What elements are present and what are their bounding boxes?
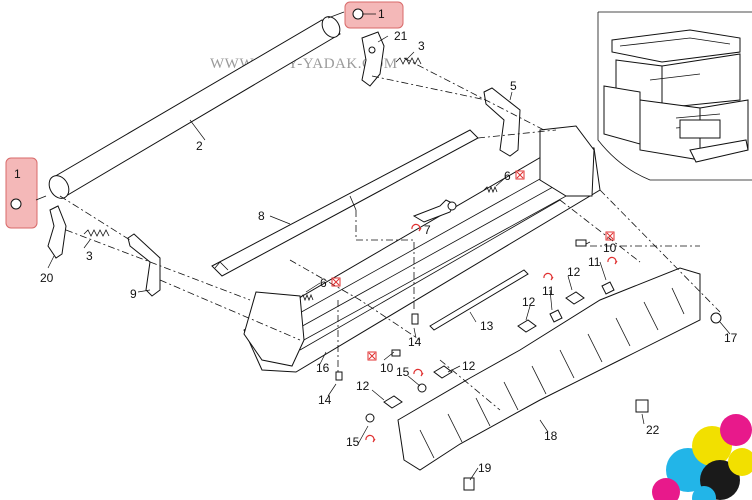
callout-7: 7 [424, 223, 431, 237]
callout-2: 2 [196, 139, 203, 153]
bracket-5 [483, 87, 521, 157]
callout-12-c: 12 [462, 359, 476, 373]
callout-19: 19 [478, 461, 492, 475]
replace-x-icon [367, 351, 377, 361]
clip-12-c [433, 365, 453, 379]
callout-18: 18 [544, 429, 558, 443]
label-22 [635, 399, 649, 413]
replace-x-icon [515, 170, 525, 180]
bracket-21 [361, 31, 385, 87]
inset-tray [679, 119, 721, 139]
replace-x-icon [605, 231, 615, 241]
gear-15-b [365, 413, 375, 423]
bracket-20 [47, 205, 67, 259]
screw-14-upper [411, 313, 419, 325]
callout-15-upper: 15 [396, 365, 410, 379]
bracket-9 [127, 233, 161, 297]
rotate-arrows-icon [365, 434, 376, 443]
callout-11-right: 11 [588, 255, 601, 269]
rotate-arrows-icon [543, 272, 554, 281]
bearing-left-icon [10, 198, 22, 210]
callout-9: 9 [130, 287, 137, 301]
replace-x-icon [331, 277, 341, 287]
callout-6-lower: 6 [320, 276, 327, 290]
replace-marks [331, 170, 618, 443]
machine-inset [597, 11, 752, 181]
callout-21: 21 [394, 29, 408, 43]
callout-12-d: 12 [356, 379, 370, 393]
callout-12-a: 12 [567, 265, 581, 279]
callout-16: 16 [316, 361, 330, 375]
callout-17: 17 [724, 331, 738, 345]
clip-12-d [383, 395, 403, 409]
spring-left [83, 229, 110, 237]
callout-20: 20 [40, 271, 54, 285]
guide-18 [397, 267, 701, 471]
callout-1-top: 1 [378, 7, 385, 21]
part-11-b [601, 281, 615, 295]
label-19 [463, 477, 475, 491]
callout-14-lower: 14 [318, 393, 332, 407]
gear-17 [710, 312, 722, 324]
heat-roller [10, 8, 364, 210]
callout-12-b: 12 [522, 295, 536, 309]
highlight-box-left [5, 157, 38, 229]
spring-top [395, 57, 422, 65]
clip-12-a [565, 291, 585, 305]
callout-10-right: 10 [603, 241, 617, 255]
rotate-arrows-icon [411, 223, 422, 232]
callout-3-top: 3 [418, 39, 425, 53]
callout-14-upper: 14 [408, 335, 422, 349]
rod-13 [429, 269, 529, 331]
rotate-arrows-icon [413, 368, 424, 377]
callout-1-left: 1 [14, 167, 21, 181]
bearing-top-icon [352, 8, 364, 20]
callout-8: 8 [258, 209, 265, 223]
clip-12-b [517, 319, 537, 333]
spring-6-upper [483, 185, 498, 194]
callout-22: 22 [646, 423, 660, 437]
rotate-arrows-icon [607, 256, 618, 265]
callout-11-left: 11 [542, 284, 555, 298]
callout-10-left: 10 [380, 361, 394, 375]
callout-6-upper: 6 [504, 169, 511, 183]
highlight-box-top [344, 1, 404, 29]
color-logo [652, 414, 752, 500]
screw-10-right [575, 239, 587, 247]
screw-14-lower [335, 371, 343, 381]
spring-6-lower [299, 293, 314, 302]
part-11-a [549, 309, 563, 323]
callout-labels: 1 1 2 3 3 5 6 6 7 8 9 10 10 11 11 12 12 … [14, 7, 738, 475]
callout-15-lower: 15 [346, 435, 360, 449]
callout-13: 13 [480, 319, 494, 333]
callout-5: 5 [510, 79, 517, 93]
callout-3-left: 3 [86, 249, 93, 263]
